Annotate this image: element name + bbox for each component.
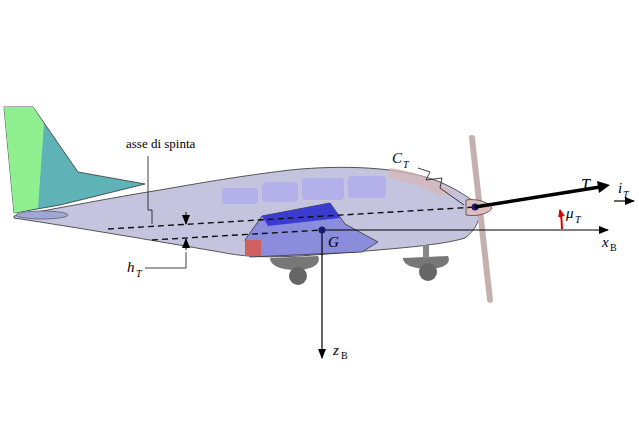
force-label: T [581,177,590,193]
leader-line [148,156,152,224]
angle-label: μ [566,206,574,221]
wheel [289,267,307,285]
unit-vector [614,200,634,201]
dimension-label: h [127,260,135,275]
subscript: T [403,160,409,170]
dimension-arrow [186,212,187,224]
subscript: B [341,351,348,361]
thrust-axis [108,207,476,229]
wheel [419,263,437,281]
axis-label: z [333,343,339,358]
wing-tip [245,240,261,256]
stabilizer [16,211,68,219]
parallel-axis [152,230,322,240]
dimension-arrow [186,239,187,250]
point-label: G [328,235,339,250]
wing-top [262,203,340,226]
subscript: B [610,243,617,253]
zb-axis [321,230,322,358]
subscript: T [623,190,629,200]
axis-label: asse di spinta [126,137,195,150]
angle-arc [560,210,562,229]
window [302,178,344,200]
window [348,176,386,198]
window [222,188,258,204]
cg-point [319,227,326,234]
point-label: C [392,151,402,166]
subscript: T [575,215,581,225]
window [262,182,298,202]
strut [423,245,429,258]
xb-axis [322,229,608,230]
propeller [472,138,490,300]
vector-label: i [618,181,622,196]
thrust-head [597,181,610,193]
axis-label: x [602,235,609,250]
fuselage [14,167,479,256]
subscript: T [136,269,142,279]
leader-line [145,252,186,268]
rudder [4,107,44,213]
leader-line [418,168,464,205]
